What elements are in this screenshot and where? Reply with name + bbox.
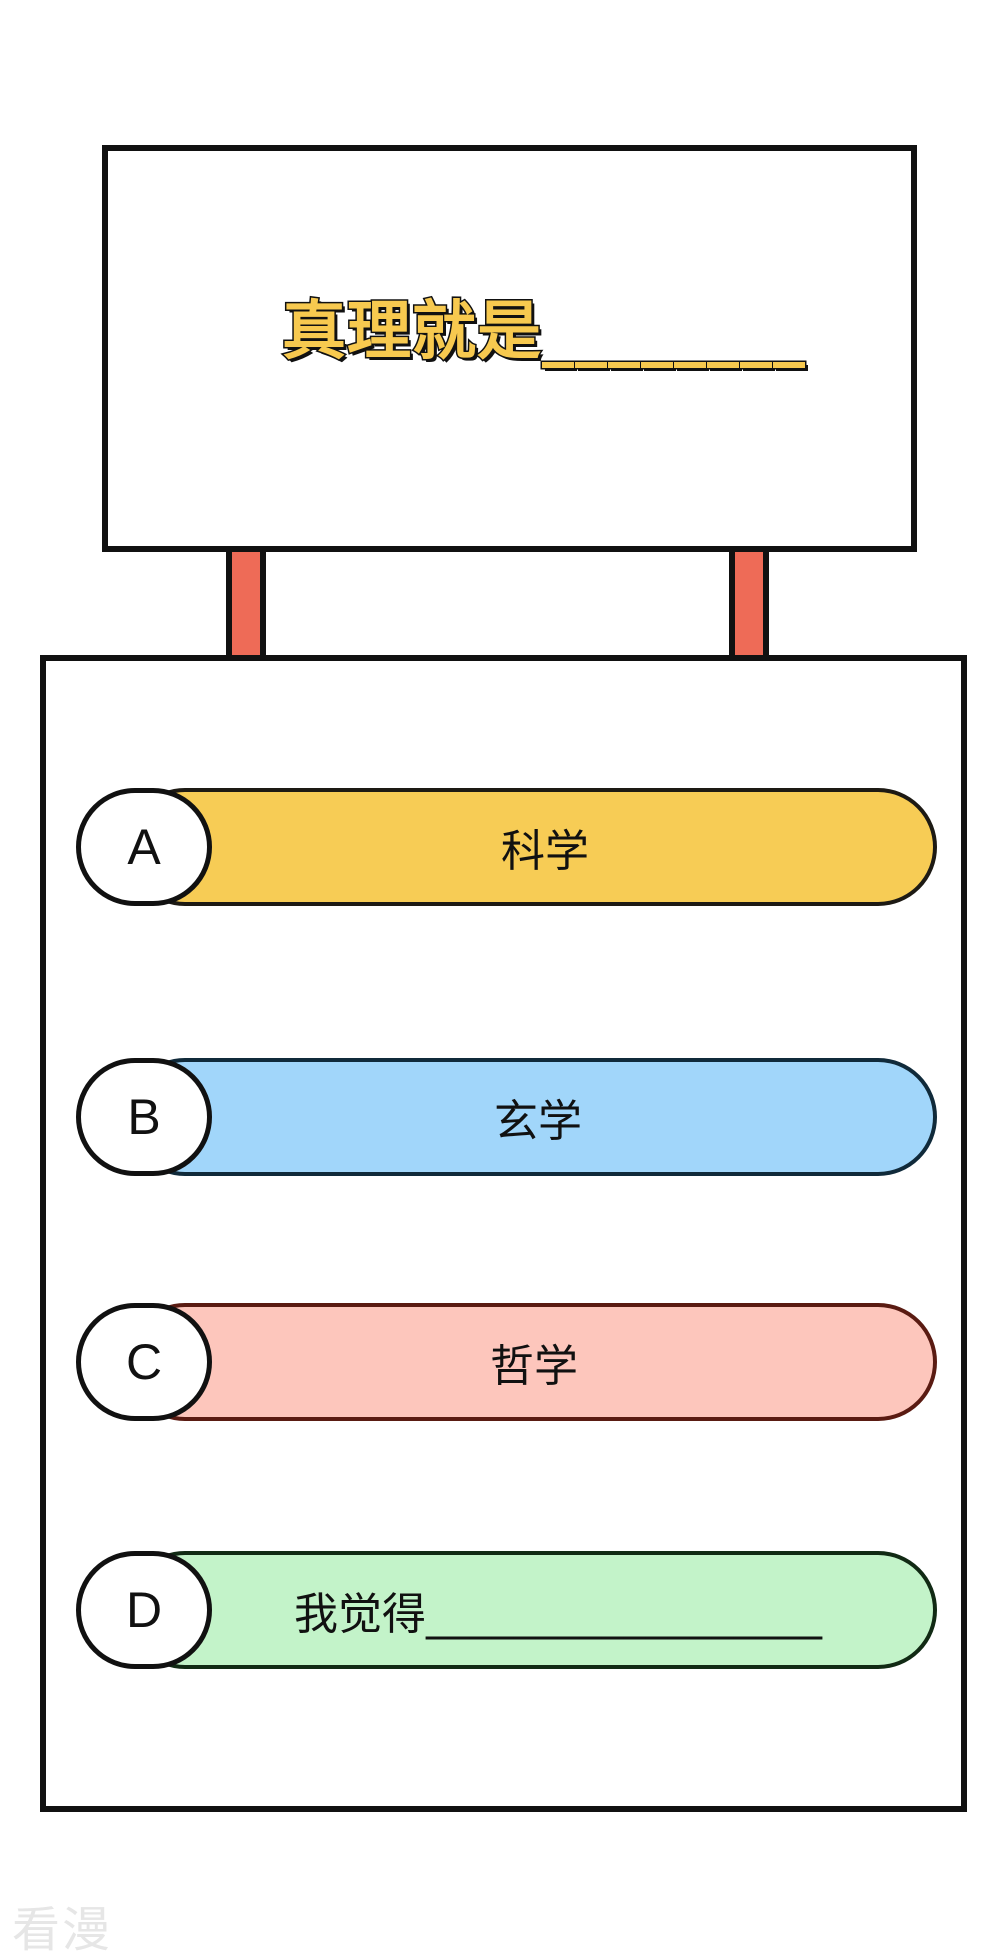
- option-d-letter: D: [76, 1551, 212, 1669]
- question-text: 真理就是________: [281, 295, 807, 369]
- option-c-bar: [126, 1303, 937, 1421]
- option-c-button[interactable]: C 哲学: [76, 1303, 937, 1421]
- option-a-label: 科学: [501, 826, 589, 877]
- board-post-right: [729, 552, 769, 658]
- option-b-letter: B: [76, 1058, 212, 1176]
- option-d-bar: [126, 1551, 937, 1669]
- option-d-label: 我觉得__________________: [294, 1589, 822, 1640]
- board-post-left: [226, 552, 266, 658]
- option-d-button[interactable]: D 我觉得__________________: [76, 1551, 937, 1669]
- option-b-bar: [126, 1058, 937, 1176]
- option-b-button[interactable]: B 玄学: [76, 1058, 937, 1176]
- option-c-label: 哲学: [490, 1341, 578, 1392]
- question-board: [102, 145, 917, 552]
- option-b-label: 玄学: [494, 1096, 582, 1147]
- option-a-bar: [126, 788, 937, 906]
- watermark-logo: 看漫: [12, 1902, 113, 1958]
- option-a-letter: A: [76, 788, 212, 906]
- option-c-letter: C: [76, 1303, 212, 1421]
- option-a-button[interactable]: A 科学: [76, 788, 937, 906]
